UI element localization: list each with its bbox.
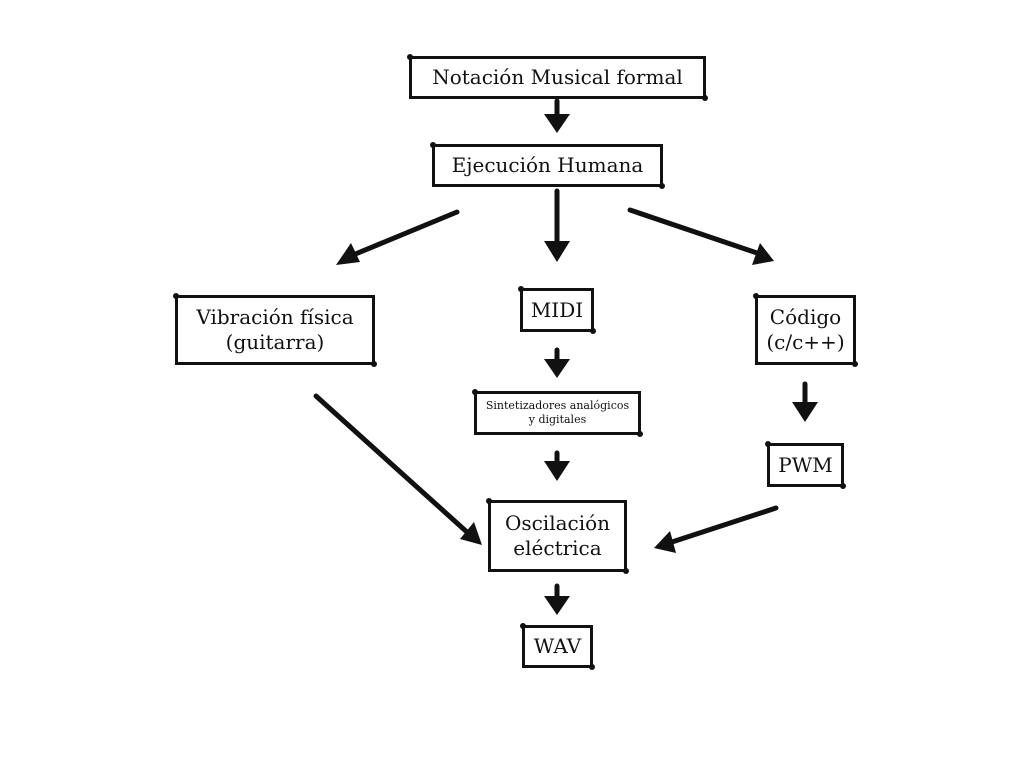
- node-sintetizadores-line-2: y digitales: [528, 413, 587, 426]
- node-oscilacion-line-1: Oscilación: [504, 511, 611, 535]
- node-vibracion-fisica: Vibración física (guitarra): [173, 293, 377, 367]
- node-pwm-line-1: PWM: [778, 452, 833, 477]
- node-wav: WAV: [520, 623, 595, 670]
- node-oscilacion-electrica: Oscilación eléctrica: [486, 498, 629, 574]
- arrow-sintetizadores-to-oscilacion: [544, 450, 570, 481]
- arrow-ejecucion-to-vibracion: [336, 209, 460, 265]
- arrow-notacion-to-ejecucion: [544, 98, 570, 133]
- arrow-vibracion-to-oscilacion: [313, 393, 482, 545]
- arrow-ejecucion-to-codigo: [627, 207, 774, 265]
- node-ejecucion-humana: Ejecución Humana: [430, 142, 665, 189]
- node-midi: MIDI: [518, 286, 596, 334]
- node-pwm: PWM: [765, 441, 846, 489]
- node-notacion-musical: Notación Musical formal: [407, 54, 708, 101]
- node-vibracion-line-1: Vibración física: [196, 305, 354, 329]
- arrow-midi-to-sintetizadores: [544, 347, 570, 378]
- node-sintetizadores-line-1: Sintetizadores analógicos: [485, 398, 630, 412]
- node-codigo: Código (c/c++): [753, 293, 858, 367]
- node-oscilacion-line-2: eléctrica: [513, 536, 602, 560]
- arrow-ejecucion-to-midi: [544, 188, 570, 262]
- arrow-codigo-to-pwm: [792, 381, 818, 422]
- arrow-pwm-to-oscilacion: [654, 505, 779, 553]
- node-notacion-line-1: Notación Musical formal: [432, 65, 683, 89]
- node-midi-line-1: MIDI: [530, 297, 584, 322]
- arrow-oscilacion-to-wav: [544, 583, 570, 615]
- node-wav-line-1: WAV: [533, 634, 582, 658]
- node-ejecucion-line-1: Ejecución Humana: [451, 153, 644, 177]
- node-sintetizadores: Sintetizadores analógicos y digitales: [472, 389, 643, 437]
- node-codigo-line-1: Código: [769, 305, 842, 329]
- node-vibracion-line-2: (guitarra): [225, 330, 325, 354]
- node-codigo-line-2: (c/c++): [766, 330, 845, 354]
